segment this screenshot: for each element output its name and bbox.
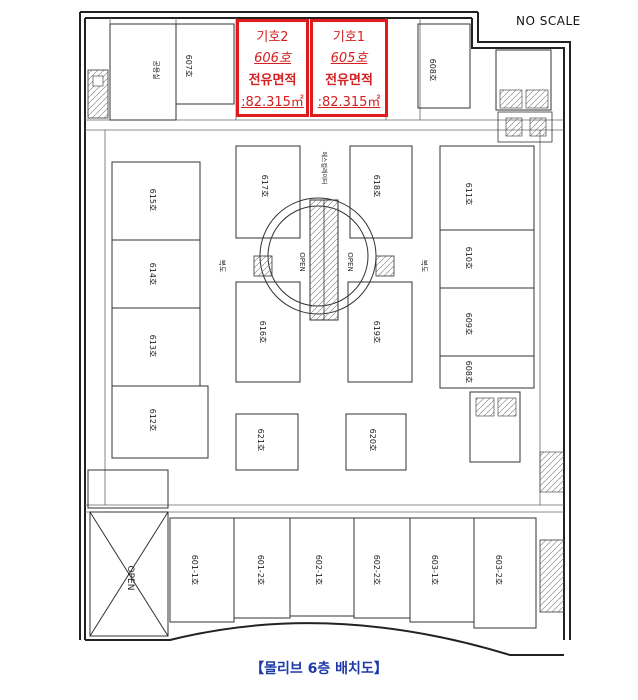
room-608b-label: 608호 <box>464 361 473 384</box>
room-620 <box>345 413 407 471</box>
escalator <box>309 199 339 321</box>
room-618 <box>349 145 413 239</box>
room-609-label: 609호 <box>464 313 473 336</box>
escalator-label: 에스컬레이터 <box>320 151 328 184</box>
highlight-unit-605: 기호1 605호 전유면적 :82.315㎡ <box>310 19 388 117</box>
corridor-left-label: 복도 <box>218 260 226 273</box>
room-611-label: 611호 <box>464 183 473 206</box>
public-room-label: 공용실 <box>152 60 161 79</box>
room-617 <box>235 145 301 239</box>
room-612-label: 612호 <box>148 409 157 432</box>
room-602-2-label: 602-2호 <box>372 555 381 586</box>
open-mid-right-label: OPEN <box>346 252 354 271</box>
room-public <box>109 23 177 121</box>
room-613-label: 613호 <box>148 335 157 358</box>
room-620-label: 620호 <box>368 429 377 452</box>
room-610 <box>439 229 535 289</box>
unit-605-area-label: 전유면적 <box>325 73 373 88</box>
room-608 <box>417 23 471 109</box>
room-610-label: 610호 <box>464 247 473 270</box>
room-601-1-label: 601-1호 <box>190 555 199 586</box>
room-608b <box>439 355 535 389</box>
room-615-label: 615호 <box>148 189 157 212</box>
room-612 <box>111 385 209 459</box>
scale-note: NO SCALE <box>516 14 581 28</box>
room-608-label: 608호 <box>428 59 437 82</box>
room-603-2-label: 603-2호 <box>494 555 503 586</box>
room-607 <box>175 23 235 105</box>
room-607-label: 607호 <box>184 55 193 78</box>
room-619-label: 619호 <box>372 321 381 344</box>
unit-606-area-label: 전유면적 <box>248 73 297 88</box>
room-617-label: 617호 <box>260 175 269 198</box>
unit-606-number: 606호 <box>254 51 291 66</box>
stair-bottom-right <box>539 539 565 613</box>
open-left-label: OPEN <box>125 566 135 591</box>
room-614-label: 614호 <box>148 263 157 286</box>
room-616 <box>235 281 301 383</box>
open-mid-left-label: OPEN <box>298 252 306 271</box>
unit-605-area: :82.315㎡ <box>317 95 381 110</box>
room-601-2-label: 601-2호 <box>256 555 265 586</box>
room-611 <box>439 145 535 231</box>
room-609 <box>439 287 535 357</box>
bottom-units <box>169 517 537 629</box>
elevator-top-right <box>495 49 553 143</box>
room-603-1-label: 603-1호 <box>430 555 439 586</box>
room-619 <box>347 281 413 383</box>
corridor-right-label: 복도 <box>420 260 428 273</box>
unit-606-area: :82.315㎡ <box>241 95 304 110</box>
unit-606-symbol: 기호2 <box>256 30 289 45</box>
room-616-label: 616호 <box>258 321 267 344</box>
open-area-bottom-left <box>87 469 169 637</box>
building-outline <box>79 11 571 656</box>
stair-top-left <box>87 69 109 119</box>
service-core-right <box>469 391 565 493</box>
room-618-label: 618호 <box>372 175 381 198</box>
room-621 <box>235 413 299 471</box>
room-602-1-label: 602-1호 <box>314 555 323 586</box>
highlight-unit-606: 기호2 606호 전유면적 :82.315㎡ <box>236 19 309 117</box>
room-621-label: 621호 <box>256 429 265 452</box>
elevator-center-left <box>253 255 273 277</box>
floor-plan-caption: 【몰리브 6층 배치도】 <box>250 661 388 677</box>
unit-605-number: 605호 <box>330 51 368 66</box>
unit-605-symbol: 기호1 <box>332 30 366 45</box>
elevator-center-right <box>375 255 395 277</box>
